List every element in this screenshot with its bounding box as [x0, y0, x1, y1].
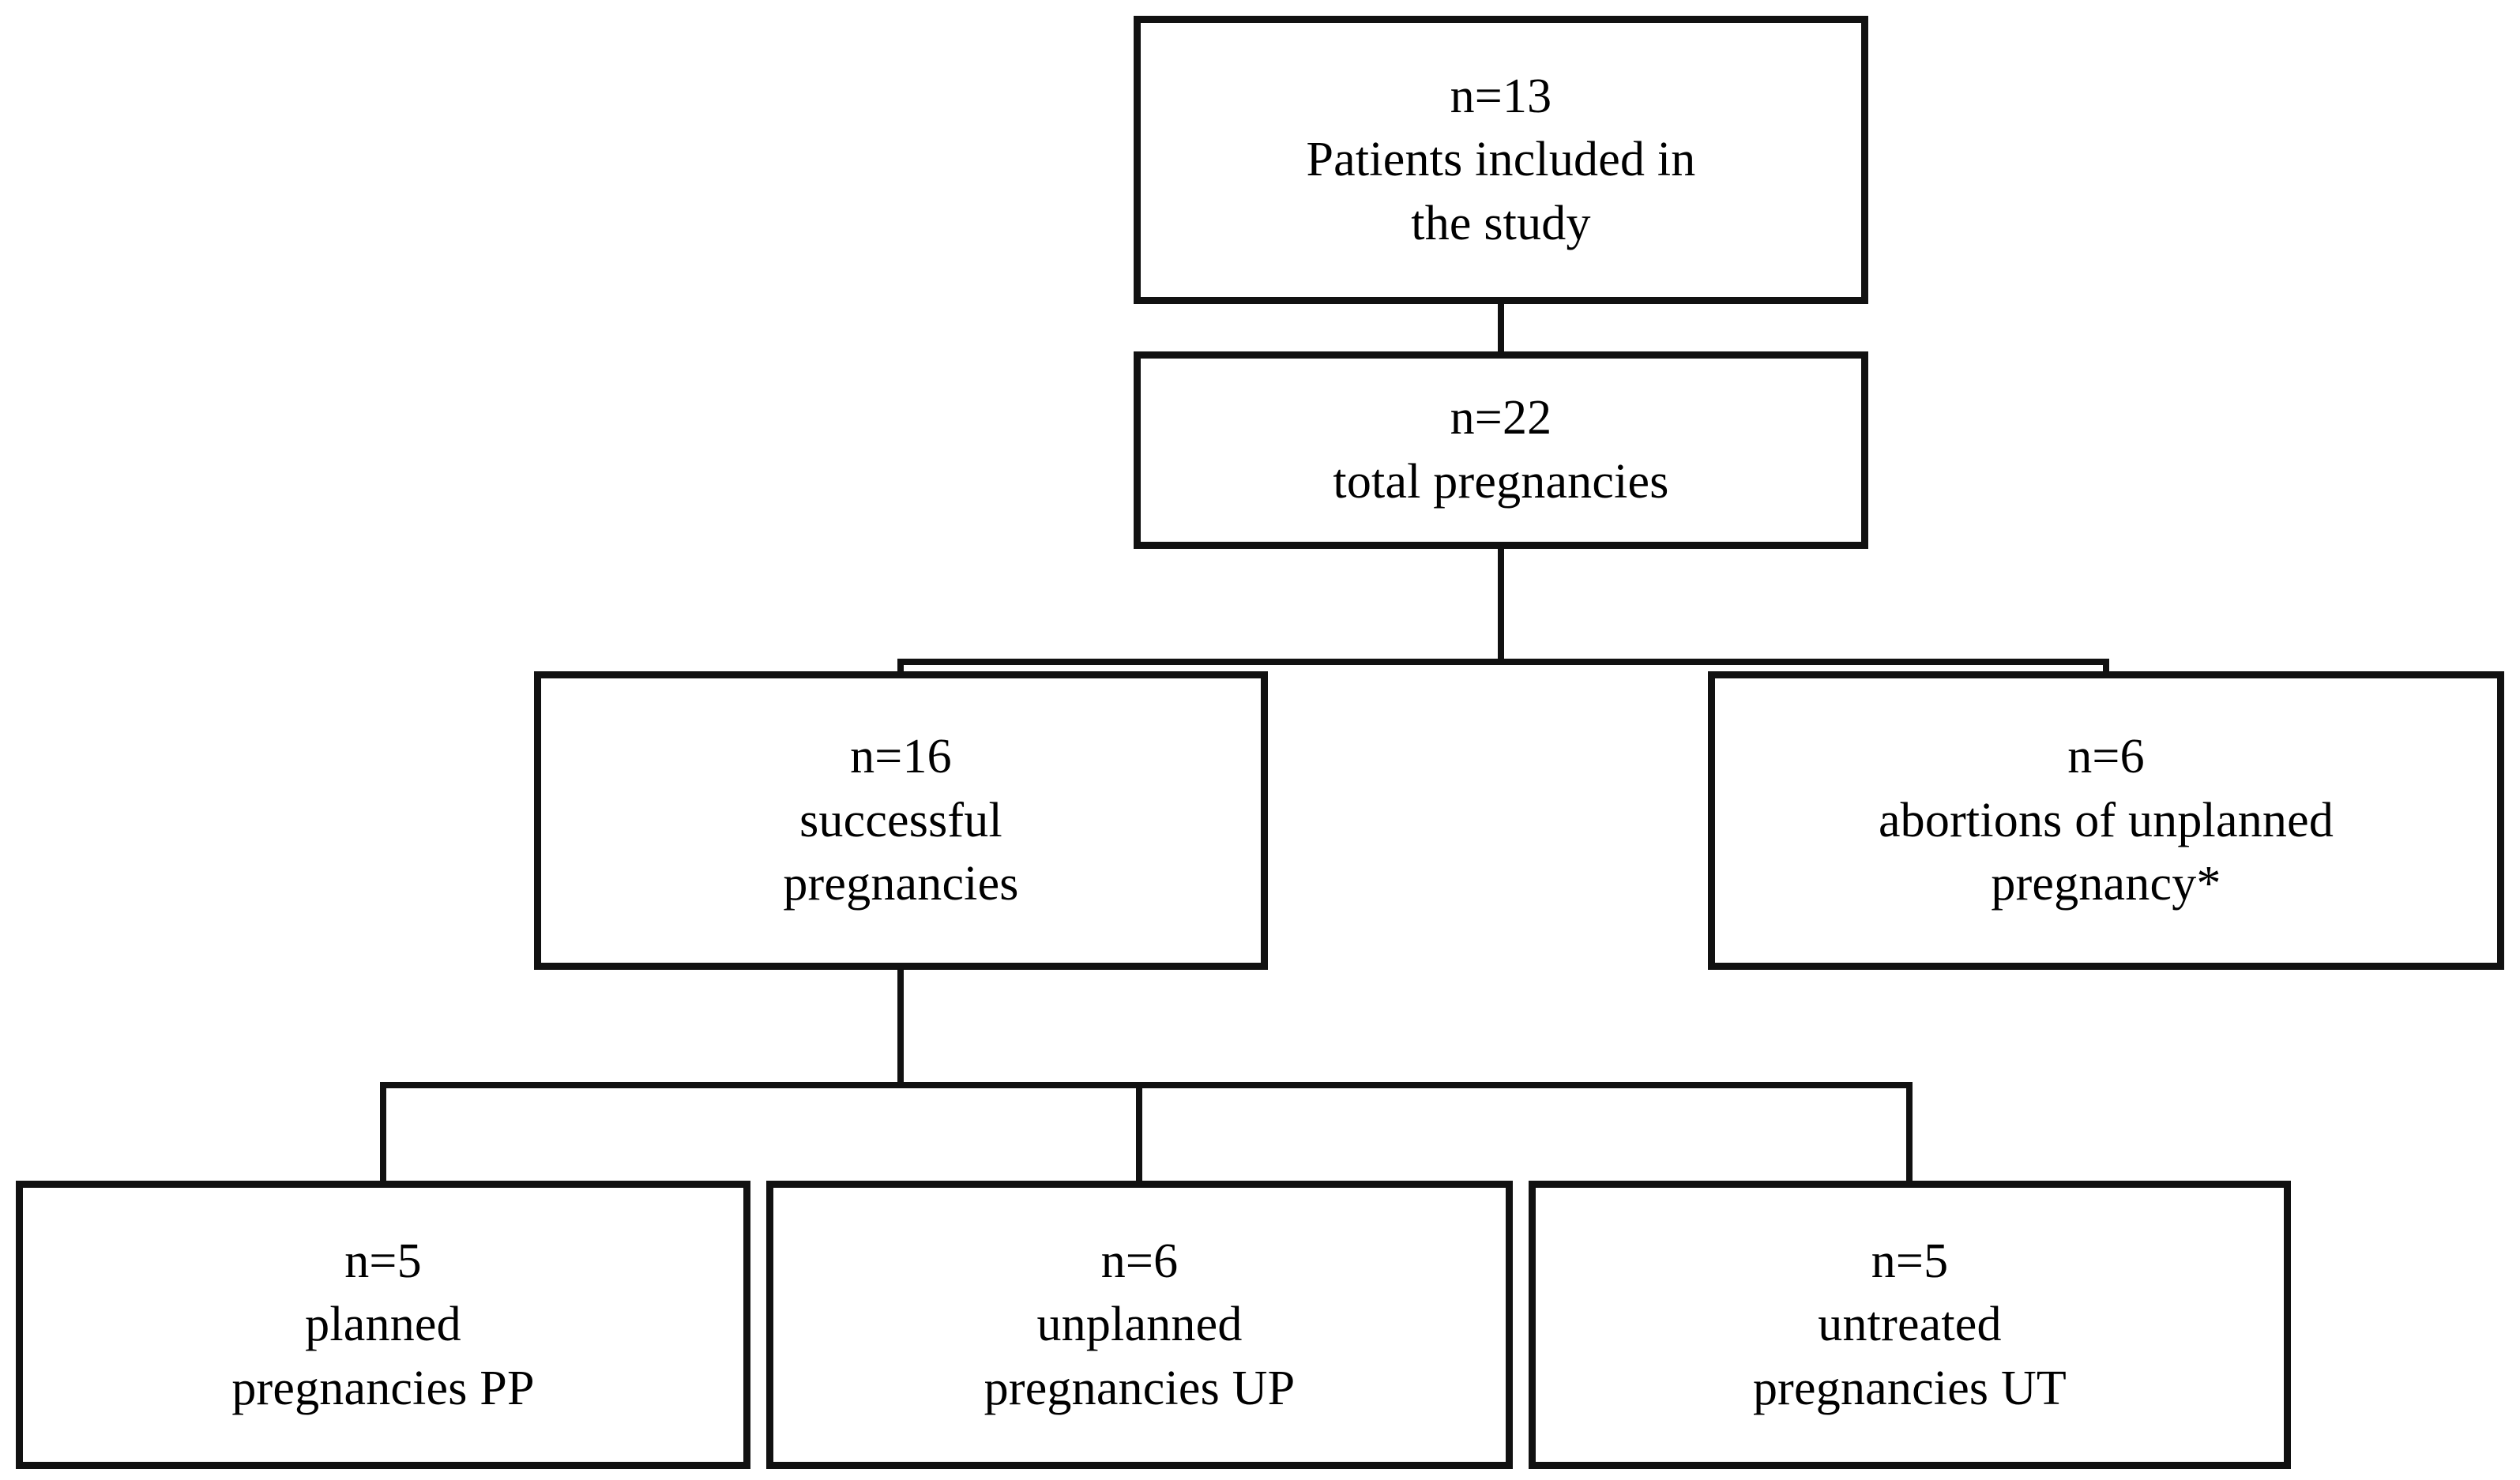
node-planned-pregnancies-pp-line-1: n=5	[344, 1234, 422, 1288]
connector-successful-down	[897, 970, 904, 1087]
connector-bar-to-successful	[897, 659, 904, 674]
node-successful-pregnancies-line-1: n=16	[850, 730, 952, 784]
node-total-pregnancies: n=22 total pregnancies	[1134, 351, 1868, 549]
node-abortions-unplanned-line-3: pregnancy*	[1991, 857, 2221, 911]
connector-level2-horizontal-bar	[897, 659, 2109, 665]
node-successful-pregnancies: n=16 successful pregnancies	[534, 671, 1268, 970]
connector-bar-to-abortions	[2103, 659, 2109, 674]
node-unplanned-pregnancies-up-line-2: unplanned	[1036, 1298, 1243, 1352]
node-unplanned-pregnancies-up-line-3: pregnancies UP	[984, 1361, 1296, 1415]
node-untreated-pregnancies-ut: n=5 untreated pregnancies UT	[1529, 1181, 2291, 1469]
node-patients-included-line-1: n=13	[1450, 69, 1552, 123]
node-untreated-pregnancies-ut-line-1: n=5	[1871, 1234, 1949, 1288]
node-successful-pregnancies-line-2: successful	[799, 793, 1002, 847]
node-patients-included-line-2: Patients included in	[1306, 133, 1696, 187]
connector-bar-to-unplanned	[1136, 1082, 1142, 1183]
connector-total-down	[1498, 549, 1504, 663]
node-planned-pregnancies-pp-line-2: planned	[305, 1298, 461, 1352]
node-unplanned-pregnancies-up-line-1: n=6	[1100, 1234, 1179, 1288]
node-abortions-unplanned: n=6 abortions of unplanned pregnancy*	[1708, 671, 2504, 970]
node-untreated-pregnancies-ut-line-3: pregnancies UT	[1752, 1361, 2067, 1415]
node-planned-pregnancies-pp: n=5 planned pregnancies PP	[16, 1181, 750, 1469]
connector-bar-to-untreated	[1906, 1082, 1913, 1183]
node-total-pregnancies-line-2: total pregnancies	[1333, 455, 1669, 509]
node-planned-pregnancies-pp-line-3: pregnancies PP	[231, 1361, 535, 1415]
node-untreated-pregnancies-ut-line-2: untreated	[1818, 1298, 2002, 1352]
node-total-pregnancies-line-1: n=22	[1450, 391, 1552, 445]
node-patients-included-line-3: the study	[1411, 196, 1591, 250]
node-unplanned-pregnancies-up: n=6 unplanned pregnancies UP	[766, 1181, 1513, 1469]
node-abortions-unplanned-line-2: abortions of unplanned	[1878, 793, 2334, 847]
node-successful-pregnancies-line-3: pregnancies	[783, 857, 1019, 911]
node-patients-included: n=13 Patients included in the study	[1134, 16, 1868, 304]
connector-included-to-total	[1498, 304, 1504, 353]
connector-level3-horizontal-bar	[380, 1082, 1913, 1088]
node-abortions-unplanned-line-1: n=6	[2067, 730, 2145, 784]
connector-bar-to-planned	[380, 1082, 386, 1183]
